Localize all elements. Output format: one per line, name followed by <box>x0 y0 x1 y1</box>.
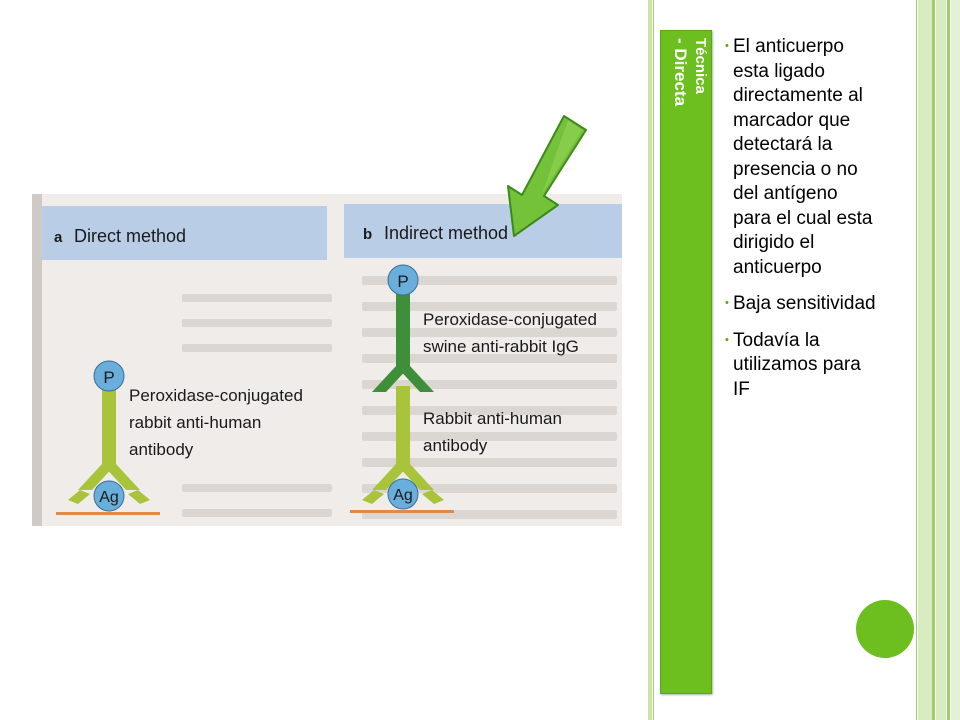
bullet-list: El anticuerpo esta ligado directamente a… <box>725 34 876 414</box>
panel-a-letter: a <box>54 229 63 246</box>
label-b-secondary-line1: Peroxidase-conjugated <box>423 310 597 329</box>
antigen-a <box>93 480 125 512</box>
decor-stripe <box>951 0 960 720</box>
title-line-1: Técnica <box>692 38 709 94</box>
antigen-b <box>387 478 419 510</box>
bullet-item: Todavía la utilizamos para IF <box>725 328 876 403</box>
decor-stripe <box>916 0 917 720</box>
label-a-line3: antibody <box>129 440 194 459</box>
marker-p-a-label: P <box>103 368 114 387</box>
label-b-primary-line1: Rabbit anti-human <box>423 409 562 428</box>
decor-stripe <box>648 0 652 720</box>
label-a-line1: Peroxidase-conjugated <box>129 386 303 405</box>
panel-a-heading: Direct method <box>74 226 186 246</box>
decor-stripe <box>936 0 946 720</box>
label-b-secondary-line2: swine anti-rabbit IgG <box>423 337 579 356</box>
panel-b-letter: b <box>363 226 372 243</box>
decor-stripe <box>947 0 950 720</box>
decor-stripe <box>918 0 932 720</box>
method-figure: a Direct method b Indirect method P Ag P… <box>32 194 622 526</box>
surface-a <box>56 512 160 515</box>
direct-antibody <box>68 384 150 504</box>
header-indirect <box>344 204 622 258</box>
antigen-b-label: Ag <box>393 487 413 504</box>
bullet-item: El anticuerpo esta ligado directamente a… <box>725 34 876 280</box>
surface-b <box>350 510 454 513</box>
marker-p-b <box>387 264 419 296</box>
antigen-a-label: Ag <box>99 489 119 506</box>
figure-edge <box>32 194 42 526</box>
panel-b-heading: Indirect method <box>384 223 508 243</box>
marker-p-b-label: P <box>397 272 408 291</box>
label-b-primary-line2: antibody <box>423 436 488 455</box>
faint-background-text <box>182 276 617 519</box>
slide-title: Técnica - Directa <box>670 38 710 106</box>
marker-p-a <box>93 360 125 392</box>
secondary-antibody <box>372 294 434 392</box>
label-a-line2: rabbit anti-human <box>129 413 261 432</box>
title-bar <box>660 30 712 694</box>
decor-stripe <box>932 0 935 720</box>
header-direct <box>42 206 327 260</box>
bullet-item: Baja sensitividad <box>725 291 876 317</box>
title-line-2: - Directa <box>671 38 690 107</box>
decor-circle <box>856 600 914 658</box>
primary-antibody <box>362 386 444 504</box>
decor-stripe <box>653 0 654 720</box>
green-arrow-icon <box>507 115 587 237</box>
